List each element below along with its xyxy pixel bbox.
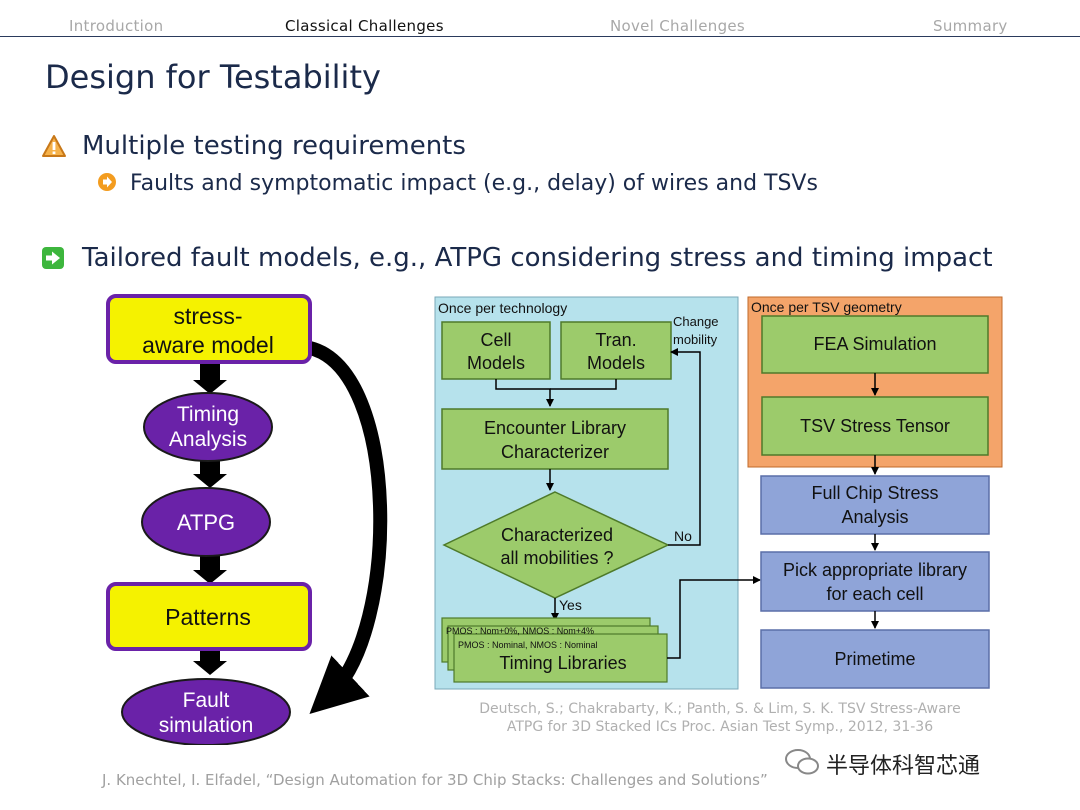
tran-models-line1: Tran. — [595, 330, 636, 350]
section-nav: Introduction Classical Challenges Novel … — [0, 0, 1080, 37]
tran-models-line2: Models — [587, 353, 645, 373]
full-chip-stress-line2: Analysis — [841, 507, 908, 527]
patterns-label: Patterns — [165, 604, 251, 630]
nav-tab-classical-challenges[interactable]: Classical Challenges — [285, 17, 444, 35]
change-mobility-line1: Change — [673, 314, 719, 329]
stress-aware-model-box — [106, 294, 312, 364]
tsv-panel-label: Once per TSV geometry — [751, 299, 902, 315]
cell-models-line1: Cell — [480, 330, 511, 350]
atpg-label: ATPG — [177, 510, 235, 535]
timing-libraries-label: Timing Libraries — [499, 653, 626, 673]
citation-line2: ATPG for 3D Stacked ICs Proc. Asian Test… — [506, 719, 934, 735]
primetime-label: Primetime — [834, 649, 915, 669]
timing-libraries-box — [453, 633, 668, 683]
citation: Deutsch, S.; Chakrabarty, K.; Panth, S. … — [440, 700, 1000, 736]
encounter-library-box — [441, 408, 669, 470]
bullet-tailored-fault-models: Tailored fault models, e.g., ATPG consid… — [82, 243, 993, 273]
warning-icon — [42, 135, 66, 157]
sub-bullet-faults: Faults and symptomatic impact (e.g., del… — [130, 171, 818, 196]
yes-label: Yes — [559, 597, 582, 613]
library-variant-line2: PMOS : Nominal, NMOS : Nominal — [458, 640, 598, 650]
nav-tab-summary[interactable]: Summary — [933, 17, 1008, 35]
tsv-stress-tensor-label: TSV Stress Tensor — [800, 416, 950, 436]
tsv-stress-tensor-box — [761, 396, 989, 456]
decision-line2: all mobilities ? — [500, 548, 613, 568]
fea-simulation-label: FEA Simulation — [813, 334, 936, 354]
fault-simulation-ellipse — [121, 678, 291, 745]
decision-line1: Characterized — [501, 525, 613, 545]
citation-line1: Deutsch, S.; Chakrabarty, K.; Panth, S. … — [479, 701, 961, 717]
watermark-text: 半导体科智芯通 — [826, 754, 981, 779]
library-variant-line1: PMOS : Nom+0%, NMOS : Nom+4% — [446, 626, 594, 636]
encounter-library-line1: Encounter Library — [484, 418, 626, 438]
change-mobility-line2: mobility — [673, 332, 718, 347]
timing-analysis-line1: Timing — [177, 403, 239, 426]
technology-panel-label: Once per technology — [438, 300, 567, 316]
pick-library-line1: Pick appropriate library — [783, 560, 967, 580]
pick-library-line2: for each cell — [826, 584, 923, 604]
wechat-logo-icon — [785, 749, 819, 775]
timing-analysis-ellipse — [143, 392, 273, 462]
arrow-square-icon — [42, 247, 64, 269]
primetime-box — [760, 629, 990, 689]
cell-models-box — [441, 321, 551, 380]
full-chip-stress-box — [760, 475, 990, 535]
nav-tab-novel-challenges[interactable]: Novel Challenges — [610, 17, 746, 35]
footer-reference: J. Knechtel, I. Elfadel, “Design Automat… — [102, 771, 768, 789]
tran-models-box — [560, 321, 672, 380]
fault-simulation-line1: Fault — [183, 689, 230, 712]
slide-title: Design for Testability — [45, 58, 381, 96]
full-chip-stress-line1: Full Chip Stress — [811, 483, 938, 503]
bullet-multiple-testing: Multiple testing requirements — [82, 131, 466, 161]
pick-library-box — [760, 551, 990, 612]
stress-aware-model-line1: stress- — [174, 303, 243, 329]
fault-simulation-line2: simulation — [159, 714, 254, 737]
nav-tab-introduction[interactable]: Introduction — [69, 17, 164, 35]
arrow-circle-icon — [98, 173, 116, 191]
tsv-stress-atpg-flow-diagram: Once per technology Cell Models Tran. Mo… — [434, 296, 1003, 690]
atpg-ellipse — [141, 487, 271, 557]
stress-aware-model-line2: aware model — [142, 332, 274, 358]
patterns-box — [106, 582, 312, 651]
stress-aware-flow-diagram: stress- aware model Timing Analysis ATPG… — [106, 294, 388, 745]
cell-models-line2: Models — [467, 353, 525, 373]
no-label: No — [674, 528, 692, 544]
encounter-library-line2: Characterizer — [501, 442, 609, 462]
timing-analysis-line2: Analysis — [169, 428, 247, 451]
